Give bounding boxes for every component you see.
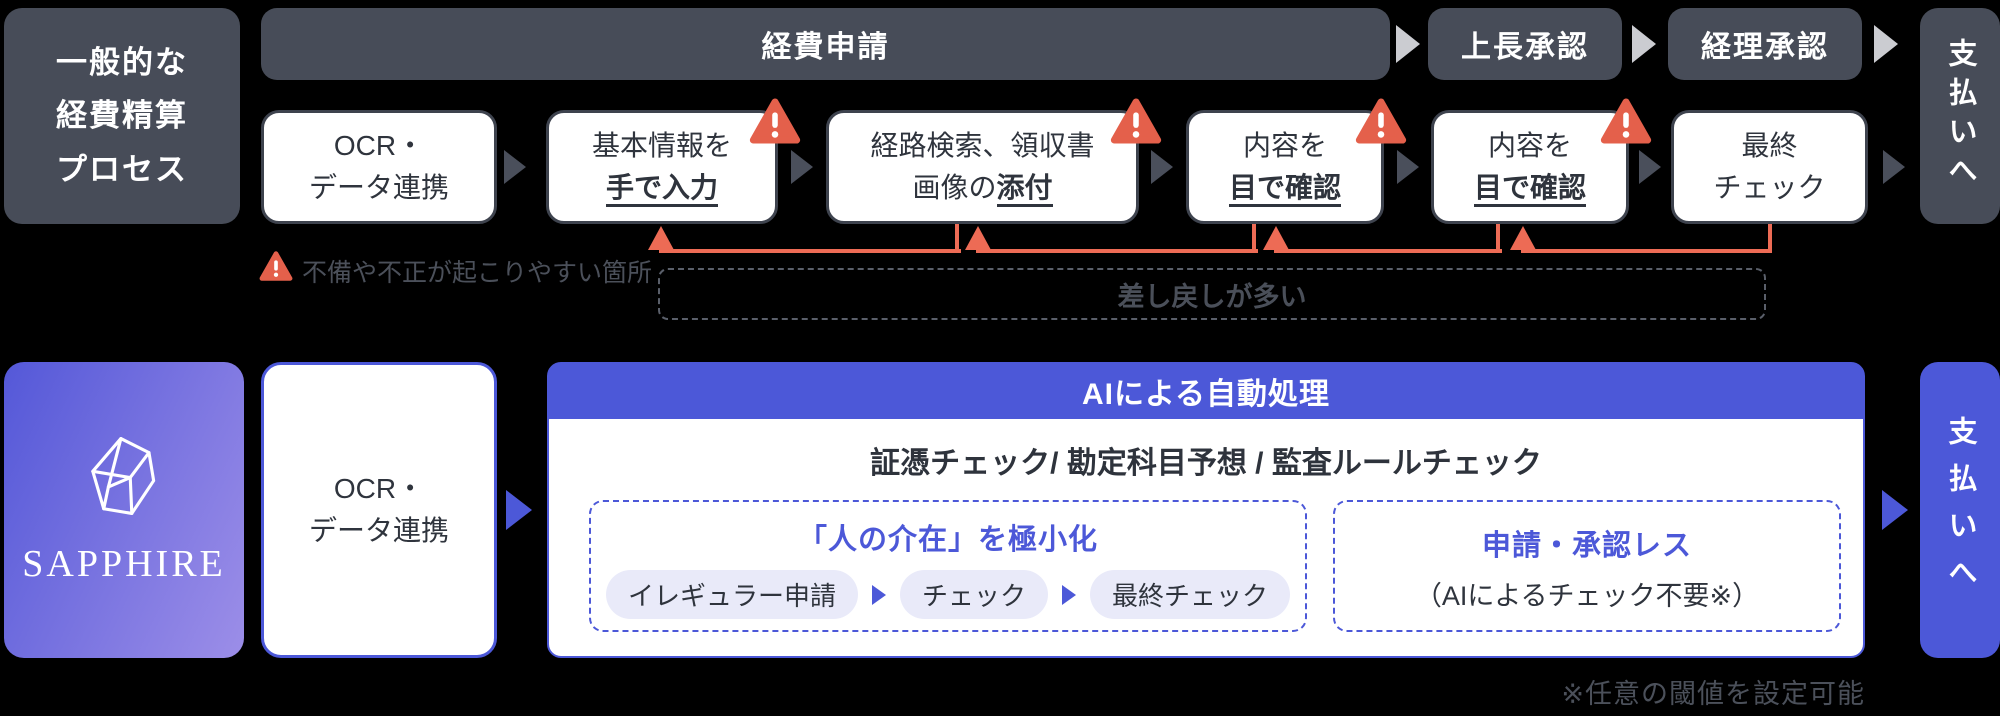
chevron-right-icon — [1632, 25, 1656, 63]
payment-label: 支払いへ — [1944, 416, 1976, 604]
pill-arrow-icon — [1062, 584, 1076, 605]
sendback-note-box: 差し戻しが多い — [658, 268, 1766, 320]
chevron-right-icon — [1883, 150, 1905, 184]
pill-final-check: 最終チェック — [1090, 570, 1291, 619]
panel-subtitle: （AIによるチェック不要※） — [1414, 581, 1760, 611]
step-final-check: 最終 チェック — [1671, 110, 1868, 224]
chevron-right-icon — [1396, 25, 1420, 63]
phase-manager-approval: 上長承認 — [1428, 8, 1622, 80]
payment-box-top: 支払いへ — [1920, 8, 2000, 224]
warning-icon — [259, 251, 293, 281]
minimize-human-panel: 「人の介在」を極小化 イレギュラー申請 チェック 最終チェック — [589, 500, 1307, 632]
warning-icon — [1110, 98, 1162, 144]
ai-auto-processing-box: AIによる自動処理 証憑チェック/ 勘定科目予想 / 監査ルールチェック 「人の… — [547, 362, 1865, 658]
panel-title: 申請・承認レス — [1481, 530, 1692, 562]
warning-icon — [749, 98, 801, 144]
step-route-receipt-attach: 経路検索、領収書 画像の添付 — [826, 98, 1162, 224]
payment-box-bottom: 支払いへ — [1920, 362, 2000, 658]
chevron-right-icon — [1874, 25, 1898, 63]
warning-icon — [1355, 98, 1407, 144]
return-arrow-up-icon — [648, 226, 674, 250]
warning-legend: 不備や不正が起こりやすい箇所 — [302, 259, 653, 287]
threshold-footnote: ※任意の閾値を設定可能 — [1561, 679, 1865, 709]
return-arrow-up-icon — [965, 226, 991, 250]
step-visual-check-1: 内容を 目で確認 — [1186, 98, 1407, 224]
warning-icon — [1600, 98, 1652, 144]
sapphire-brand-box: SAPPHIRE — [4, 362, 244, 658]
chevron-right-icon — [791, 150, 813, 184]
pill-check: チェック — [899, 570, 1048, 619]
step-ocr-data-link: OCR・ データ連携 — [261, 110, 497, 224]
top-process-label: 一般的な 経費精算 プロセス — [4, 8, 240, 224]
label-line: プロセス — [56, 151, 188, 187]
chevron-right-icon — [1151, 150, 1173, 184]
label-line: 経費精算 — [56, 98, 188, 134]
sapphire-logo-icon — [91, 437, 156, 515]
chevron-right-icon — [1639, 150, 1661, 184]
panel-title: 「人の介在」を極小化 — [797, 524, 1098, 556]
step-visual-check-2: 内容を 目で確認 — [1431, 98, 1652, 224]
chevron-right-icon — [506, 490, 532, 530]
return-arrow-up-icon — [1263, 226, 1289, 250]
pill-irregular-application: イレギュラー申請 — [605, 570, 858, 619]
phase-accounting-approval: 経理承認 — [1668, 8, 1862, 80]
brand-wordmark: SAPPHIRE — [22, 543, 226, 585]
chevron-right-icon — [1397, 150, 1419, 184]
chevron-right-icon — [1882, 490, 1908, 530]
phase-expense-application: 経費申請 — [261, 8, 1390, 80]
step-ocr-data-link-bottom: OCR・ データ連携 — [261, 362, 497, 658]
ai-checks-subtitle: 証憑チェック/ 勘定科目予想 / 監査ルールチェック — [870, 447, 1542, 480]
ai-box-header: AIによる自動処理 — [548, 363, 1864, 419]
approval-less-panel: 申請・承認レス （AIによるチェック不要※） — [1333, 500, 1841, 632]
chevron-right-icon — [504, 150, 526, 184]
return-arrow-up-icon — [1510, 226, 1536, 250]
label-line: 一般的な — [56, 45, 188, 81]
step-manual-input: 基本情報を 手で入力 — [546, 98, 801, 224]
pill-arrow-icon — [871, 584, 886, 605]
payment-label: 支払いへ — [1944, 38, 1976, 194]
